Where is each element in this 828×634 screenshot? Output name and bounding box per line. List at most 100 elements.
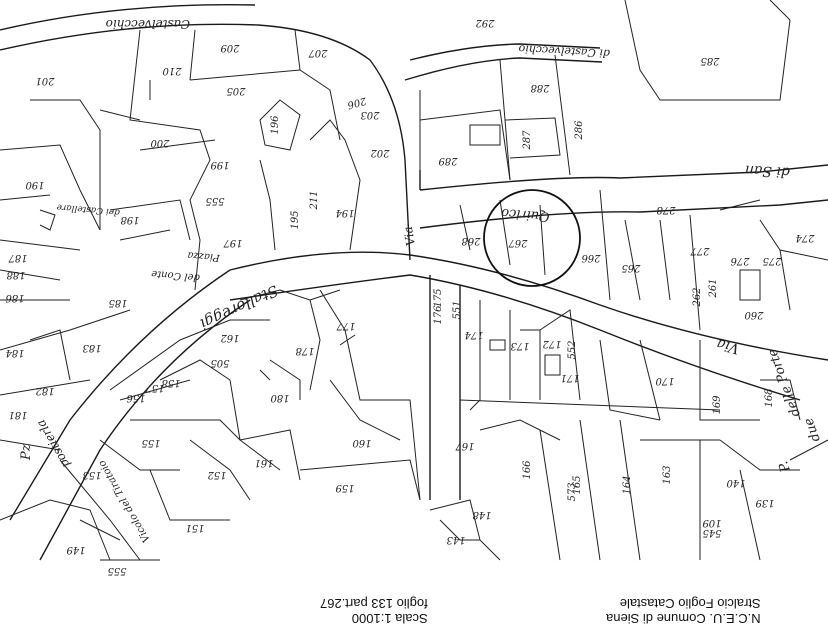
parcel-label-p190: 190 bbox=[25, 179, 45, 190]
parcel-label-p181: 181 bbox=[8, 409, 27, 420]
parcel-label-p286: 286 bbox=[574, 120, 585, 141]
parcel-label-p289: 289 bbox=[438, 155, 459, 166]
parcel-label-p260: 260 bbox=[744, 309, 765, 320]
parcel-label-p139: 139 bbox=[755, 497, 775, 508]
street-via-left: Via bbox=[401, 225, 418, 247]
street-del-conte: del Conte bbox=[151, 268, 201, 283]
parcel-label-p174: 174 bbox=[464, 329, 483, 340]
parcel-label-p288: 288 bbox=[530, 82, 550, 93]
parcel-label-p165: 165 bbox=[572, 475, 583, 494]
parcel-label-p207: 207 bbox=[308, 47, 329, 58]
parcel-label-p197: 197 bbox=[223, 237, 243, 248]
parcel-label-p167: 167 bbox=[455, 440, 475, 451]
parcel-label-p267: 267 bbox=[508, 237, 529, 248]
parcel-label-p159: 159 bbox=[335, 482, 355, 493]
parcel-label-p177: 177 bbox=[336, 320, 356, 331]
parcel-label-p185: 185 bbox=[108, 297, 127, 308]
parcel-label-p195: 195 bbox=[290, 210, 301, 229]
street-via-bottom-right: Via bbox=[715, 335, 741, 356]
parcel-label-p163: 163 bbox=[662, 465, 673, 484]
parcel-label-p180: 180 bbox=[270, 392, 290, 403]
parcel-label-p262: 262 bbox=[692, 287, 703, 307]
parcel-label-p182: 182 bbox=[35, 385, 54, 396]
parcel-label-p278: 278 bbox=[656, 204, 676, 215]
parcel-label-p152: 152 bbox=[207, 469, 226, 480]
parcel-label-p275: 275 bbox=[762, 255, 782, 266]
parcel-label-p276: 276 bbox=[730, 255, 751, 266]
parcel-label-p274: 274 bbox=[795, 232, 815, 243]
parcel-label-p162: 162 bbox=[220, 332, 239, 343]
parcel-label-p158: 158 bbox=[161, 377, 180, 388]
parcel-label-p164: 164 bbox=[622, 475, 633, 494]
parcel-label-p151: 151 bbox=[185, 522, 204, 533]
parcel-label-p209: 209 bbox=[220, 42, 241, 53]
street-via-san: di San bbox=[745, 162, 791, 180]
parcel-label-p545: 545 bbox=[702, 527, 721, 538]
caption-cadastral-source: N.C.E.U. Comune di Siena Stralcio Foglio… bbox=[606, 596, 761, 626]
parcel-label-p552: 552 bbox=[567, 340, 578, 359]
parcel-label-p205: 205 bbox=[226, 85, 246, 96]
parcel-label-p199: 199 bbox=[210, 159, 230, 170]
parcel-label-p172: 172 bbox=[542, 338, 561, 349]
parcel-label-p551: 551 bbox=[452, 300, 463, 319]
parcel-label-p261: 261 bbox=[708, 278, 719, 298]
caption-line-source-1: N.C.E.U. Comune di Siena bbox=[606, 611, 761, 626]
parcel-label-p555b: 555 bbox=[107, 565, 126, 576]
parcel-label-p287: 287 bbox=[522, 130, 533, 151]
parcel-label-p268: 268 bbox=[461, 235, 481, 246]
parcel-label-p277: 277 bbox=[690, 245, 711, 256]
street-pz: Pz bbox=[19, 444, 34, 461]
caption-line-source-2: Stralcio Foglio Catastale bbox=[619, 596, 761, 611]
parcel-boundaries bbox=[0, 0, 828, 561]
parcel-label-p188: 188 bbox=[6, 269, 25, 280]
parcel-label-p178: 178 bbox=[295, 345, 314, 356]
parcel-label-p285: 285 bbox=[700, 55, 720, 66]
parcel-label-p153: 153 bbox=[82, 469, 101, 480]
parcel-label-p173: 173 bbox=[510, 340, 529, 351]
parcel-label-p187: 187 bbox=[8, 252, 28, 263]
parcel-label-p166: 166 bbox=[522, 460, 533, 480]
parcel-label-p266: 266 bbox=[581, 252, 602, 263]
parcel-label-p171: 171 bbox=[560, 372, 579, 383]
parcel-label-p505: 505 bbox=[210, 357, 229, 368]
street-castelvecchio-top: Castelvecchio bbox=[106, 17, 190, 31]
parcel-label-p203: 203 bbox=[360, 109, 380, 120]
parcel-label-p169: 169 bbox=[712, 395, 723, 415]
parcel-label-p196: 196 bbox=[270, 115, 281, 135]
parcel-label-p170: 170 bbox=[655, 375, 675, 386]
parcel-label-p198: 198 bbox=[120, 214, 139, 225]
parcel-label-p201: 201 bbox=[35, 75, 55, 86]
highlight-circle bbox=[483, 189, 581, 287]
caption-line-scale: Scala 1:1000 bbox=[351, 611, 428, 626]
parcel-label-p555: 555 bbox=[205, 195, 224, 206]
parcel-label-p157: 157 bbox=[145, 382, 165, 393]
parcel-label-p160: 160 bbox=[352, 437, 372, 448]
parcel-label-p148: 148 bbox=[472, 509, 491, 520]
street-p: P. bbox=[776, 459, 794, 475]
parcel-label-p156: 156 bbox=[126, 392, 146, 403]
parcel-label-p292: 292 bbox=[475, 17, 495, 28]
parcel-label-p109: 109 bbox=[702, 517, 722, 528]
parcel-label-p200: 200 bbox=[150, 137, 171, 148]
parcel-label-p210: 210 bbox=[162, 65, 183, 76]
cadastral-map: Castelvecchio di Castelvecchio di San Qu… bbox=[0, 0, 828, 576]
caption-parcel-reference: Scala 1:1000 foglio 133 part.267 bbox=[320, 596, 428, 626]
parcel-label-p176: 176 bbox=[433, 305, 444, 325]
parcel-label-p184: 184 bbox=[5, 347, 24, 358]
street-quirico: Quirico bbox=[500, 205, 550, 224]
parcel-label-p175: 175 bbox=[433, 288, 444, 307]
parcel-label-p183: 183 bbox=[82, 342, 101, 353]
parcel-label-p143: 143 bbox=[446, 534, 465, 545]
caption-line-sheet: foglio 133 part.267 bbox=[320, 596, 428, 611]
parcel-label-p194: 194 bbox=[335, 207, 354, 218]
street-castelvecchio-right: di Castelvecchio bbox=[518, 42, 610, 60]
parcel-label-p186: 186 bbox=[5, 292, 25, 303]
parcel-label-p161: 161 bbox=[254, 457, 273, 468]
street-outlines bbox=[0, 4, 828, 561]
parcel-label-p149: 149 bbox=[66, 544, 86, 555]
parcel-label-p211: 211 bbox=[309, 190, 320, 210]
parcel-label-p573: 573 bbox=[567, 482, 578, 501]
parcel-label-p206: 206 bbox=[345, 94, 368, 110]
parcel-label-p202: 202 bbox=[370, 147, 390, 158]
